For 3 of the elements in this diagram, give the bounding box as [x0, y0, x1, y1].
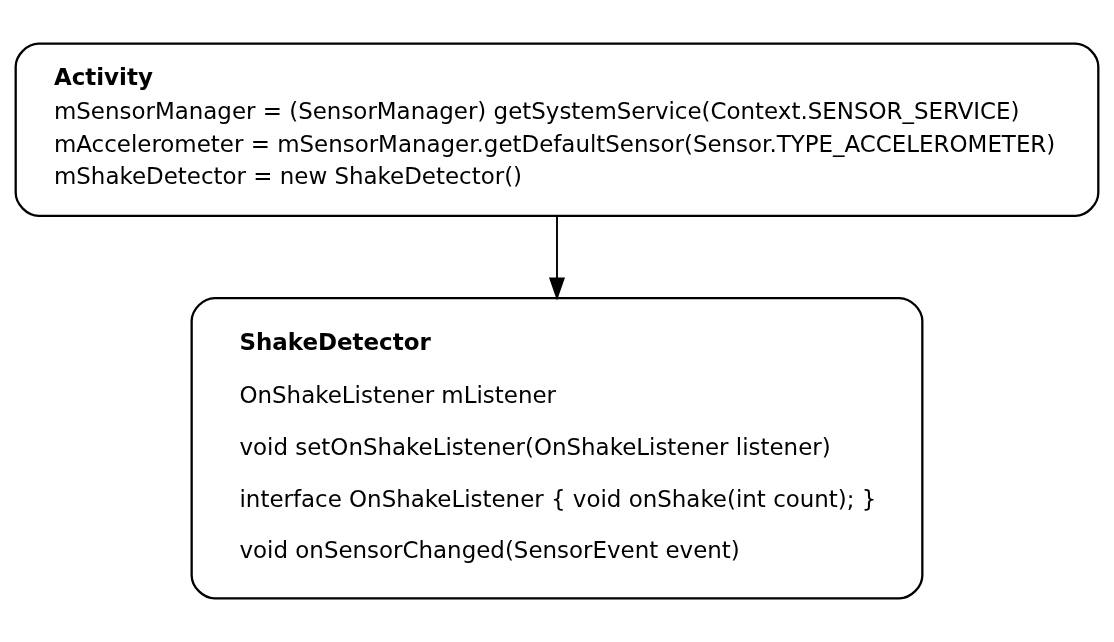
arrow — [548, 214, 566, 301]
node-box: Activity mSensorManager = (SensorManager) getSystemService(Context.SENSOR_SERVICE) mAccelerometer = mSensorManager.getDefaultSensor(Sensor.TYPE_ACCELEROMETER) mShakeDetector = new ShakeDetector() — [14, 42, 1100, 217]
node-box: ShakeDetector OnShakeListener mListener void setOnShakeListener(OnShakeListener listener) interface OnShakeListener { void onShake(int count); } void onSensorChanged(SensorEvent event) — [190, 296, 924, 600]
